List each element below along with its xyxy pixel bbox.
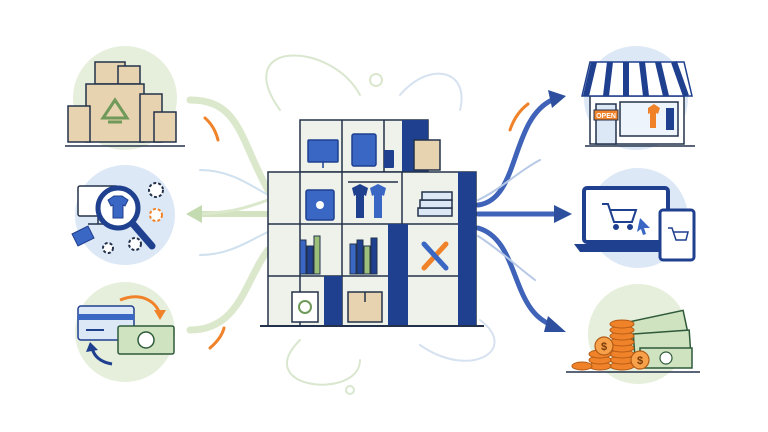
shopping-cart-icon — [602, 203, 638, 230]
tablet-icon — [351, 133, 377, 167]
tools-icon — [421, 241, 449, 271]
inventory-shelves — [260, 119, 484, 327]
folded-clothes-icon — [417, 191, 453, 217]
price-tag-icon — [71, 225, 95, 247]
recycle-icon — [100, 97, 130, 124]
laptop-icon — [574, 186, 678, 252]
gear-icon — [102, 182, 164, 254]
coin-stack-icon — [571, 319, 635, 371]
folder-icon — [413, 139, 441, 171]
safe-icon — [305, 189, 335, 221]
flow-arrowheads — [186, 90, 572, 332]
recycle-bin-icon — [291, 291, 319, 323]
open-sign: OPEN — [593, 109, 619, 121]
money-coins: $ $ — [566, 284, 700, 384]
flow-lines — [186, 54, 559, 395]
online-shopping — [574, 168, 696, 268]
inspect-clothing — [71, 165, 175, 265]
arrow-down-right-icon — [544, 316, 566, 332]
arrow-right-icon — [554, 205, 572, 223]
storefront-icon — [581, 61, 695, 147]
dollar-sign-text-2: $ — [637, 355, 643, 367]
books-icon — [299, 235, 378, 275]
phone-icon — [384, 150, 394, 168]
banknote-stack-icon — [627, 309, 693, 369]
monitor-icon — [307, 139, 339, 168]
tablet-cart-icon — [658, 208, 696, 262]
open-sign-text: OPEN — [596, 113, 616, 120]
cash-note-icon — [117, 325, 175, 355]
dollar-sign-text-1: $ — [601, 341, 607, 353]
orange-accents — [203, 102, 530, 350]
arrow-left-icon — [186, 205, 202, 223]
retail-storefront: OPEN — [581, 46, 695, 150]
recycled-boxes — [65, 46, 185, 150]
cardboard-box-icon — [347, 291, 383, 323]
cursor-icon — [637, 218, 650, 235]
dollar-coin-icon: $ $ — [594, 336, 650, 370]
card-to-cash — [75, 282, 175, 382]
shirts-icon — [348, 181, 398, 218]
arrow-up-right-icon — [548, 90, 566, 108]
